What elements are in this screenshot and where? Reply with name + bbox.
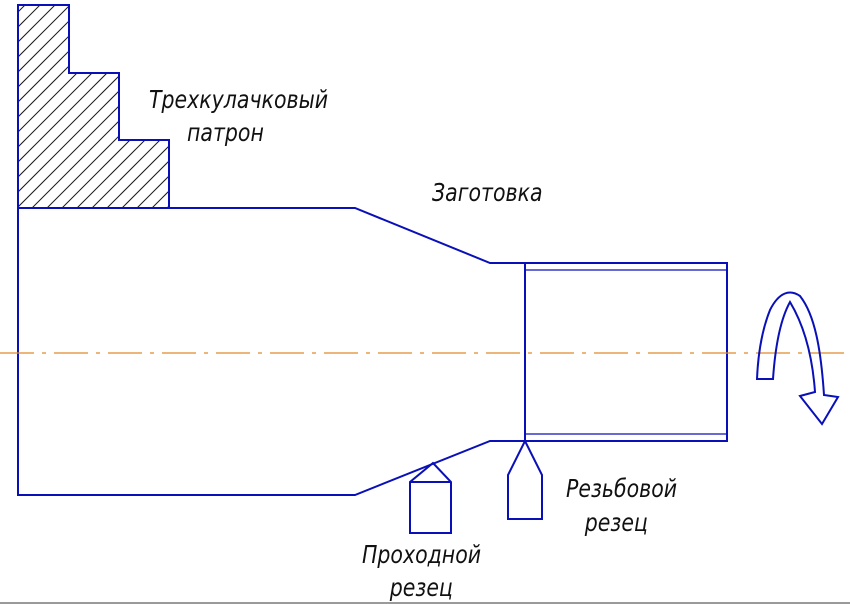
hatch-line bbox=[18, 5, 76, 208]
hatch-line bbox=[124, 5, 169, 208]
hatch-line bbox=[109, 5, 169, 208]
workpiece-label: Заготовка bbox=[432, 179, 543, 207]
workpiece-outline bbox=[17, 207, 728, 496]
hatch-line bbox=[79, 5, 169, 208]
rotation-arrow-icon bbox=[755, 291, 840, 426]
hatch-line bbox=[18, 5, 61, 208]
hatch-line bbox=[94, 5, 169, 208]
chuck-label-line1: Трехкулачковый bbox=[149, 86, 328, 114]
chuck-label-line2: патрон bbox=[187, 119, 264, 147]
turning-tool bbox=[409, 461, 452, 534]
hatch-line bbox=[64, 5, 169, 208]
three-jaw-chuck bbox=[17, 4, 170, 209]
hatch-line bbox=[18, 5, 169, 208]
thread-tool bbox=[507, 438, 543, 520]
thread-tool-label-line2: резец bbox=[584, 509, 648, 537]
thread-tool-label-line1: Резьбовой bbox=[566, 475, 677, 503]
hatch-line bbox=[18, 5, 91, 208]
turning-tool-label-line1: Проходной bbox=[362, 541, 481, 569]
hatch-line bbox=[18, 5, 169, 208]
hatch-line bbox=[0, 0, 15, 220]
turning-tool-label-line2: резец bbox=[389, 574, 453, 602]
